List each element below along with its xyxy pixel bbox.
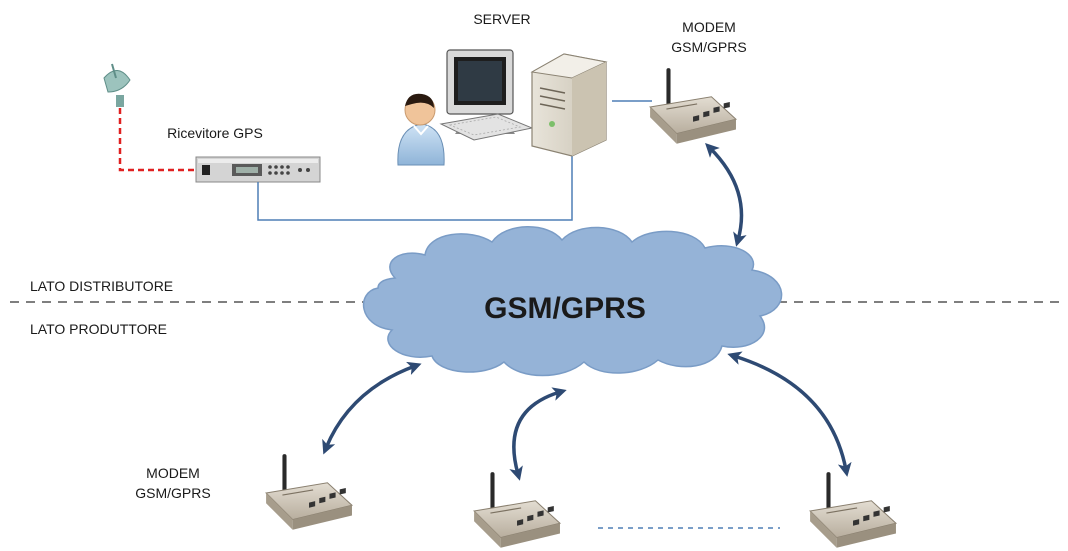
cloud-label: GSM/GPRS xyxy=(484,292,646,325)
modem-bottom-3-icon xyxy=(810,474,896,548)
modem-bottom-2-icon xyxy=(474,474,560,548)
modem-bottom-1-icon xyxy=(266,456,352,530)
gsm-gprs-cloud: GSM/GPRS xyxy=(362,226,783,377)
arrow-cloud-to-modem-1 xyxy=(322,361,422,455)
modem-bottom-label-line1: MODEM xyxy=(146,465,200,481)
gps-receiver-label: Ricevitore GPS xyxy=(167,125,263,141)
modem-top-label-line2: GSM/GPRS xyxy=(671,39,747,55)
server-tower-icon xyxy=(530,53,608,157)
arrow-cloud-to-top-modem xyxy=(705,143,747,247)
modem-top-label-line1: MODEM xyxy=(682,19,736,35)
modem-bottom-label-line2: GSM/GPRS xyxy=(135,485,211,501)
monitor-icon xyxy=(439,49,534,141)
producer-side-label: LATO PRODUTTORE xyxy=(30,321,167,337)
gps-server-link xyxy=(257,156,573,221)
arrow-cloud-to-modem-2 xyxy=(509,387,567,481)
arrow-cloud-to-modem-3 xyxy=(727,351,852,477)
modem-top-icon xyxy=(650,70,736,144)
gps-receiver-icon xyxy=(195,156,321,183)
distributor-side-label: LATO DISTRIBUTORE xyxy=(30,278,174,294)
user-icon xyxy=(397,93,445,166)
gps-cable xyxy=(118,108,198,172)
server-label: SERVER xyxy=(473,11,531,27)
satellite-dish-icon xyxy=(103,63,131,107)
